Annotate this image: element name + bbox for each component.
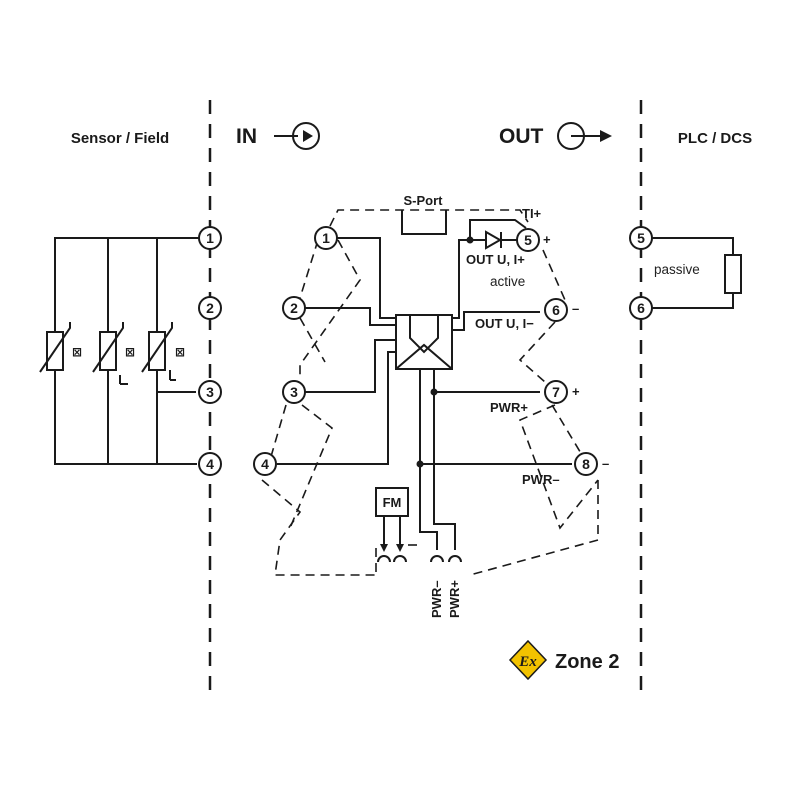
- fm-label: FM: [383, 495, 402, 510]
- out-minus-label: OUT U, I−: [475, 316, 534, 331]
- output-arrow-icon: [557, 122, 612, 150]
- pwr-minus-socket: [430, 555, 444, 563]
- zone-separators: [208, 100, 643, 700]
- svg-text:6: 6: [637, 300, 645, 316]
- s-port: S-Port TI+: [401, 193, 542, 235]
- module-terminal-3: 3: [282, 380, 306, 404]
- fm-socket-2: [393, 555, 407, 563]
- svg-text:3: 3: [206, 384, 214, 400]
- svg-text:+: +: [543, 232, 551, 247]
- internal-wiring-right: [416, 219, 572, 550]
- rtd-sensor-b-icon: ⊠: [92, 322, 135, 373]
- header-sensor-field: Sensor / Field: [71, 130, 169, 147]
- ti-plus-label: TI+: [522, 206, 542, 221]
- fm-socket-1: [377, 555, 391, 563]
- module-terminal-6: 6 –: [544, 298, 579, 322]
- rtd-sensor-c-icon: ⊠: [141, 322, 185, 373]
- svg-text:–: –: [602, 456, 609, 471]
- svg-text:⊠: ⊠: [72, 345, 82, 359]
- plc-terminal-5: 5: [629, 226, 653, 250]
- pwr-plus-vertical-label: PWR+: [447, 580, 462, 618]
- header-plc-dcs: PLC / DCS: [678, 130, 752, 147]
- svg-text:⊠: ⊠: [125, 345, 135, 359]
- field-terminals: 1 2 3 4: [198, 226, 222, 476]
- svg-text:–: –: [572, 301, 579, 316]
- svg-text:4: 4: [261, 456, 269, 472]
- ex-symbol-text: Ex: [518, 654, 537, 670]
- svg-text:1: 1: [322, 230, 330, 246]
- svg-text:1: 1: [206, 230, 214, 246]
- pwr-minus-label: PWR–: [522, 472, 560, 487]
- fm-module: FM: [375, 487, 409, 563]
- pwr-plus-label: PWR+: [490, 400, 528, 415]
- field-sensors: ⊠ ⊠ ⊠: [39, 237, 199, 465]
- svg-text:⊠: ⊠: [175, 345, 185, 359]
- pwr-plus-socket: [448, 555, 462, 563]
- module-terminal-4: 4: [253, 452, 277, 476]
- module-terminal-8: 8 –: [574, 452, 609, 476]
- rtd-sensor-a-icon: ⊠: [39, 322, 82, 373]
- plc-side: passive 5 6: [629, 226, 742, 320]
- header-in: IN: [236, 125, 257, 148]
- passive-label: passive: [654, 262, 700, 277]
- s-port-connector: [401, 210, 447, 235]
- svg-text:7: 7: [552, 384, 560, 400]
- internal-wiring-left: [277, 237, 396, 465]
- ex-hazard-icon: [508, 639, 548, 681]
- module-terminal-1: 1: [314, 226, 338, 250]
- input-arrow-icon: [274, 122, 320, 150]
- diode-icon: [485, 230, 503, 250]
- isolator-block: [395, 314, 453, 370]
- headers: Sensor / Field IN OUT PLC / DCS: [71, 122, 752, 150]
- field-terminal-4: 4: [198, 452, 222, 476]
- field-terminal-1: 1: [198, 226, 222, 250]
- svg-text:8: 8: [582, 456, 590, 472]
- ex-zone-badge: Ex Zone 2: [508, 639, 619, 681]
- fm-box: [375, 487, 409, 517]
- module-output-terminals: 5 + 6 – 7 + 8 –: [516, 228, 609, 476]
- svg-text:6: 6: [552, 302, 560, 318]
- plc-terminal-6: 6: [629, 296, 653, 320]
- module-terminal-2: 2: [282, 296, 306, 320]
- module-terminal-5: 5 +: [516, 228, 551, 252]
- svg-text:2: 2: [206, 300, 214, 316]
- active-label: active: [490, 274, 525, 289]
- svg-text:2: 2: [290, 300, 298, 316]
- field-terminal-3: 3: [198, 380, 222, 404]
- module-terminal-7: 7 +: [544, 380, 580, 404]
- out-plus-label: OUT U, I+: [466, 252, 525, 267]
- power-sockets: PWR– PWR+: [429, 555, 462, 618]
- module-input-terminals: 1 2 3 4: [253, 226, 338, 476]
- svg-text:4: 4: [206, 456, 214, 472]
- module-dashed-outline: [261, 209, 599, 576]
- field-terminal-2: 2: [198, 296, 222, 320]
- passive-load-icon: [724, 254, 742, 294]
- svg-text:+: +: [572, 384, 580, 399]
- s-port-label: S-Port: [404, 193, 444, 208]
- field-wire-b: [107, 237, 199, 464]
- svg-text:3: 3: [290, 384, 298, 400]
- pwr-minus-vertical-label: PWR–: [429, 580, 444, 618]
- zone-label: Zone 2: [555, 651, 619, 673]
- svg-text:5: 5: [637, 230, 645, 246]
- output-labels: OUT U, I+ active OUT U, I− PWR+ PWR–: [466, 252, 560, 487]
- header-out: OUT: [499, 125, 544, 148]
- svg-text:5: 5: [524, 232, 532, 248]
